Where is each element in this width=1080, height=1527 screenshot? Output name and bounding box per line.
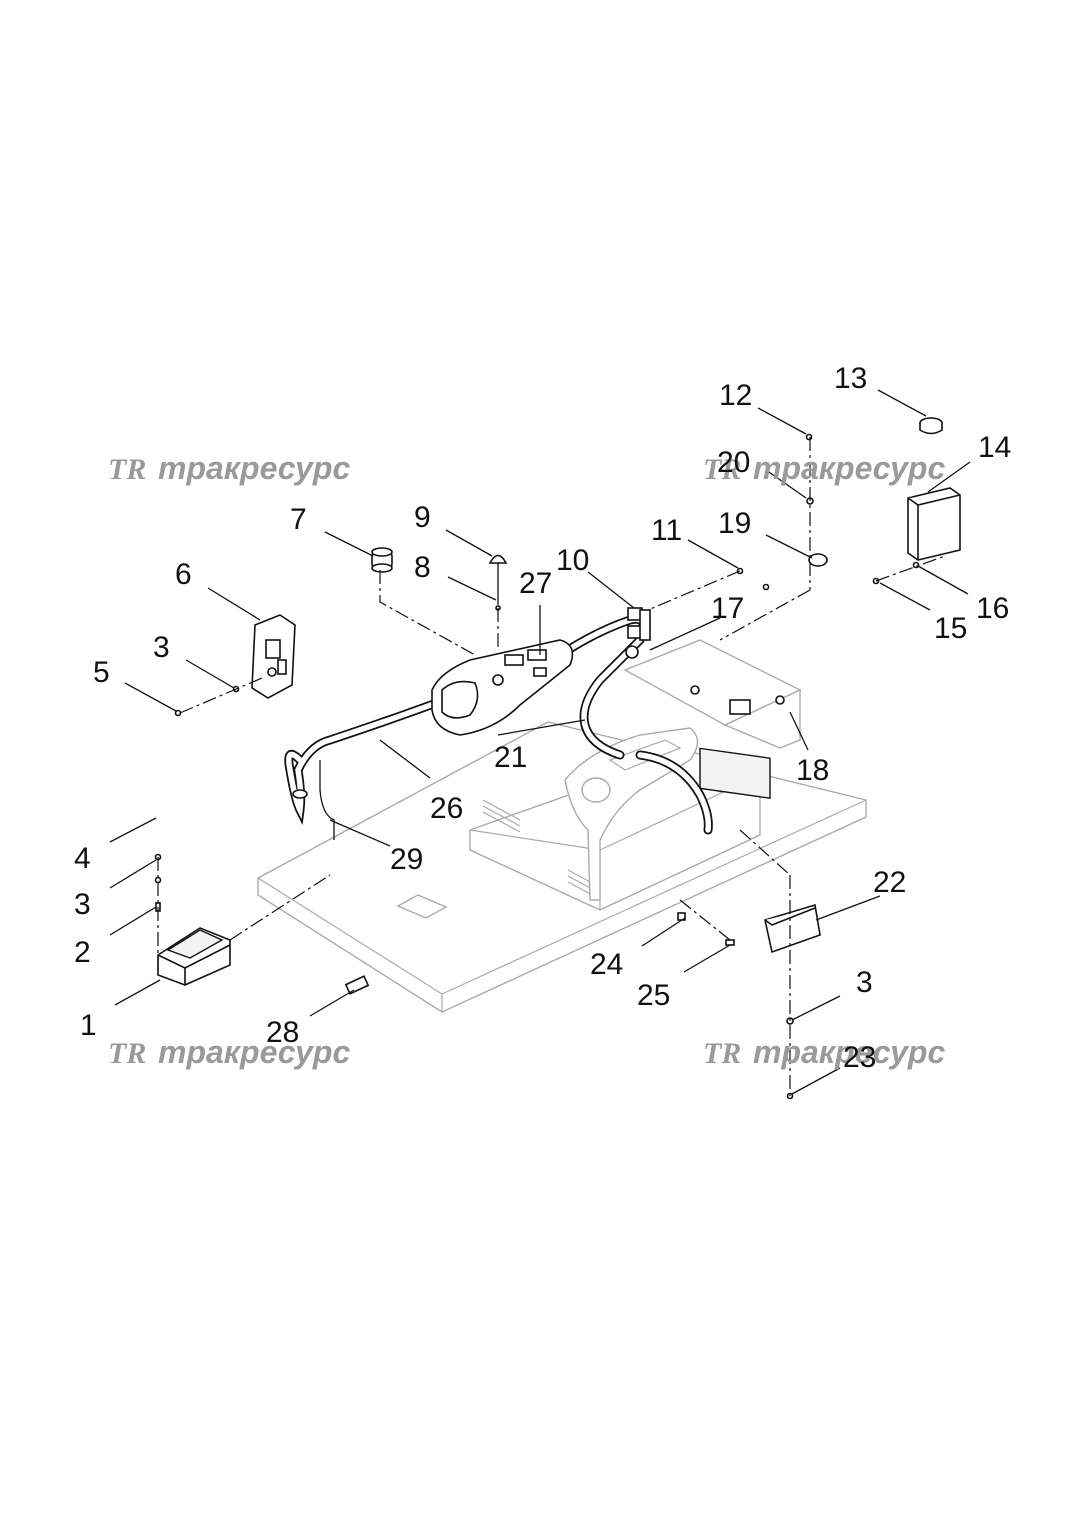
watermark-top-right: TR тракресурс: [703, 450, 945, 486]
watermark-bottom-right: TR тракресурс: [703, 1034, 945, 1070]
callout-11: 11: [651, 514, 682, 547]
watermark-text: тракресурс: [753, 450, 945, 486]
callout-14: 14: [978, 431, 1011, 464]
watermark-text: тракресурс: [158, 1034, 350, 1070]
watermark-top-left: TR тракресурс: [108, 450, 350, 486]
callout-18: 18: [796, 754, 829, 787]
block-part-22: [764, 903, 821, 954]
floor-plate: [257, 721, 867, 1013]
callout-13: 13: [834, 362, 867, 395]
callout-12: 12: [719, 379, 752, 412]
callout-16: 16: [976, 592, 1009, 625]
callout-3: 3: [74, 888, 91, 921]
callout-26: 26: [430, 792, 463, 825]
watermark-logo: TR: [703, 453, 741, 486]
control-handle: [431, 639, 574, 736]
callout-17: 17: [711, 592, 744, 625]
callout-19: 19: [718, 507, 751, 540]
callout-5: 5: [93, 656, 110, 689]
watermark-logo: TR: [108, 453, 146, 486]
small-hardware: [154, 433, 920, 1100]
leader-lines: [109, 389, 971, 1095]
box-part-14: [907, 487, 961, 561]
callout-3-c: 3: [856, 966, 873, 999]
callout-22: 22: [873, 866, 906, 899]
watermark-logo: TR: [108, 1037, 146, 1070]
valve-block: [625, 607, 651, 659]
clip-part-19: [808, 553, 828, 567]
callout-2: 2: [74, 936, 91, 969]
assembly-lines: [157, 437, 946, 1096]
callout-25: 25: [637, 979, 670, 1012]
callout-20: 20: [717, 446, 750, 479]
button-part-9: [488, 554, 508, 605]
fitting-part-28: [344, 975, 370, 995]
callout-labels: 1 2 3 4 5 3 6 7 8 9 10 11 12 13 14 15 16…: [74, 362, 1011, 1074]
center-console: [564, 727, 699, 901]
pedal-part-1: [157, 927, 231, 986]
callout-7: 7: [290, 503, 307, 536]
callout-9: 9: [414, 501, 431, 534]
watermark-text: тракресурс: [753, 1034, 945, 1070]
callout-23: 23: [843, 1041, 876, 1074]
callout-24: 24: [590, 948, 623, 981]
callout-21: 21: [494, 741, 527, 774]
callout-6: 6: [175, 558, 192, 591]
callout-1: 1: [80, 1009, 97, 1042]
panel-part-6: [251, 614, 296, 699]
watermark-logo: TR: [703, 1037, 741, 1070]
hose-assembly: [284, 614, 713, 840]
knob-part-7: [371, 547, 393, 573]
callout-29: 29: [390, 843, 423, 876]
callout-4: 4: [74, 842, 91, 875]
control-board: [623, 639, 802, 800]
callout-10: 10: [556, 544, 589, 577]
callout-27: 27: [519, 567, 552, 600]
callout-15: 15: [934, 612, 967, 645]
callout-3-b: 3: [153, 631, 170, 664]
callout-8: 8: [414, 551, 431, 584]
callout-28: 28: [266, 1016, 299, 1049]
watermark-text: тракресурс: [158, 450, 350, 486]
watermark-bottom-left: TR тракресурс: [108, 1034, 350, 1070]
cap-part-13: [919, 417, 943, 435]
